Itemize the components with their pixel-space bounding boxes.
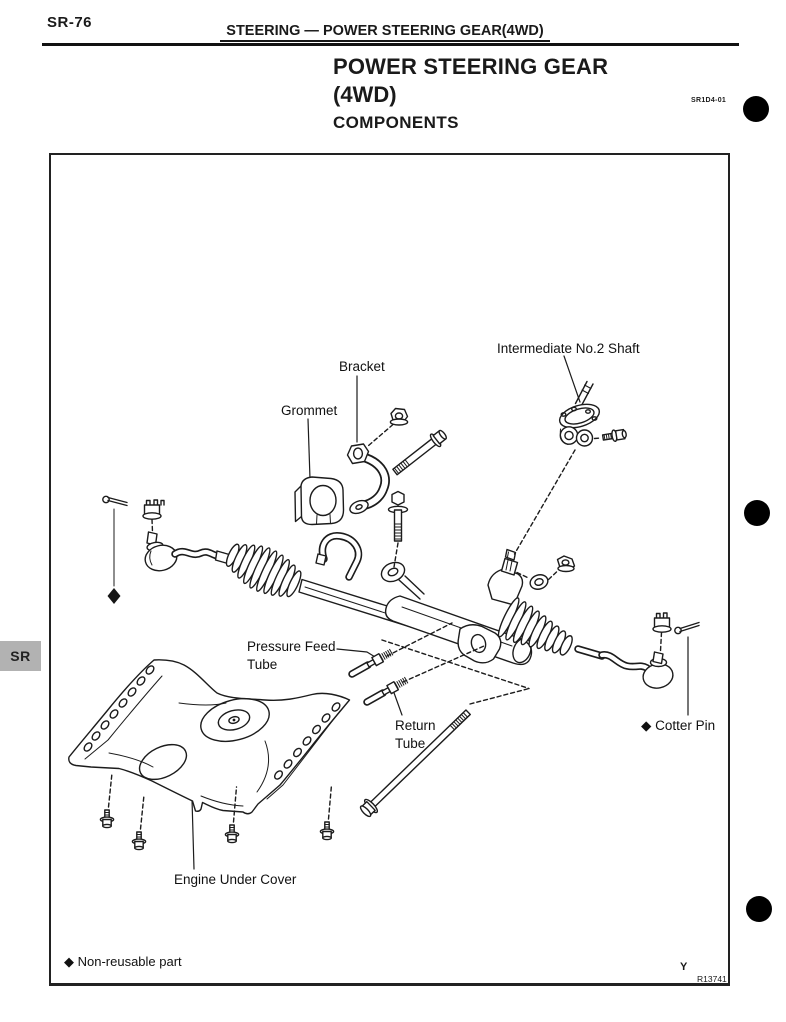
housing-tube-loop (315, 532, 363, 581)
cover-bolt-4 (319, 784, 335, 841)
intermediate-no2-shaft-part (558, 380, 601, 447)
components-figure: Bracket Grommet Intermediate No.2 Shaft … (49, 153, 730, 986)
cover-bolt-1 (99, 772, 115, 829)
castle-nut-left (142, 499, 165, 533)
return-tube-part (363, 676, 409, 706)
bracket-bolt (392, 429, 447, 476)
bellows-left (225, 543, 302, 598)
cover-bolt-3 (224, 786, 240, 844)
binder-hole-middle (744, 500, 770, 526)
tie-rod-end-left (144, 531, 232, 572)
pinion-nut (556, 555, 576, 573)
bracket-nut (367, 407, 409, 447)
running-header-text: STEERING — POWER STEERING GEAR(4WD) (220, 23, 550, 42)
long-mounting-bolt (359, 709, 471, 818)
mount-bolt-vertical (387, 490, 409, 568)
section-tab: SR (0, 641, 41, 671)
bracket-part (346, 443, 390, 515)
running-header: STEERING — POWER STEERING GEAR(4WD) (0, 23, 778, 42)
pressure-feed-tube-part (348, 648, 394, 678)
label-line: Tube (247, 656, 278, 672)
pinion-washer (529, 574, 549, 590)
intermediate-shaft-bolt (601, 428, 627, 443)
page-title-line1: POWER STEERING GEAR (333, 54, 609, 79)
page-title-line2: (4WD) (333, 82, 397, 108)
binder-hole-top (743, 96, 769, 122)
exploded-diagram (68, 355, 700, 870)
label-grommet: Grommet (281, 403, 338, 418)
label-return-tube: Return Tube (395, 717, 436, 752)
castle-nut-right (652, 612, 672, 652)
alignment-dashes (381, 449, 576, 705)
engine-under-cover-part (68, 659, 351, 815)
page-number: SR-76 (47, 14, 93, 31)
bellows-right (497, 597, 573, 656)
label-engine-under-cover: Engine Under Cover (174, 872, 297, 887)
cotter-pin-right (674, 621, 700, 635)
label-intermediate-no2-shaft: Intermediate No.2 Shaft (497, 341, 640, 356)
label-line: Return (395, 718, 436, 733)
legend-non-reusable: ◆ Non-reusable part (64, 954, 182, 969)
figure-ref: R13741 (697, 974, 727, 984)
tie-rod-end-right (574, 645, 674, 689)
label-pressure-feed-tube: Pressure Feed Tube (247, 638, 336, 673)
binder-hole-bottom (746, 896, 772, 922)
label-line: Pressure Feed (247, 639, 336, 654)
cotter-pin-left (102, 495, 128, 507)
header-rule (42, 43, 739, 46)
cover-bolt-2 (131, 794, 147, 851)
section-heading: COMPONENTS (333, 113, 459, 133)
figure-mark: Y (680, 961, 688, 973)
label-line: Tube (395, 735, 426, 751)
title-block: POWER STEERING GEAR (4WD) COMPONENTS (333, 54, 609, 133)
doc-code: SR1D4-01 (691, 97, 727, 104)
grommet-part (294, 476, 345, 526)
section-tab-label: SR (10, 648, 31, 664)
label-cotter-pin: ◆ Cotter Pin (641, 718, 716, 733)
label-bracket: Bracket (339, 359, 385, 374)
non-reusable-diamond (107, 588, 121, 604)
gear-housing (380, 548, 533, 666)
